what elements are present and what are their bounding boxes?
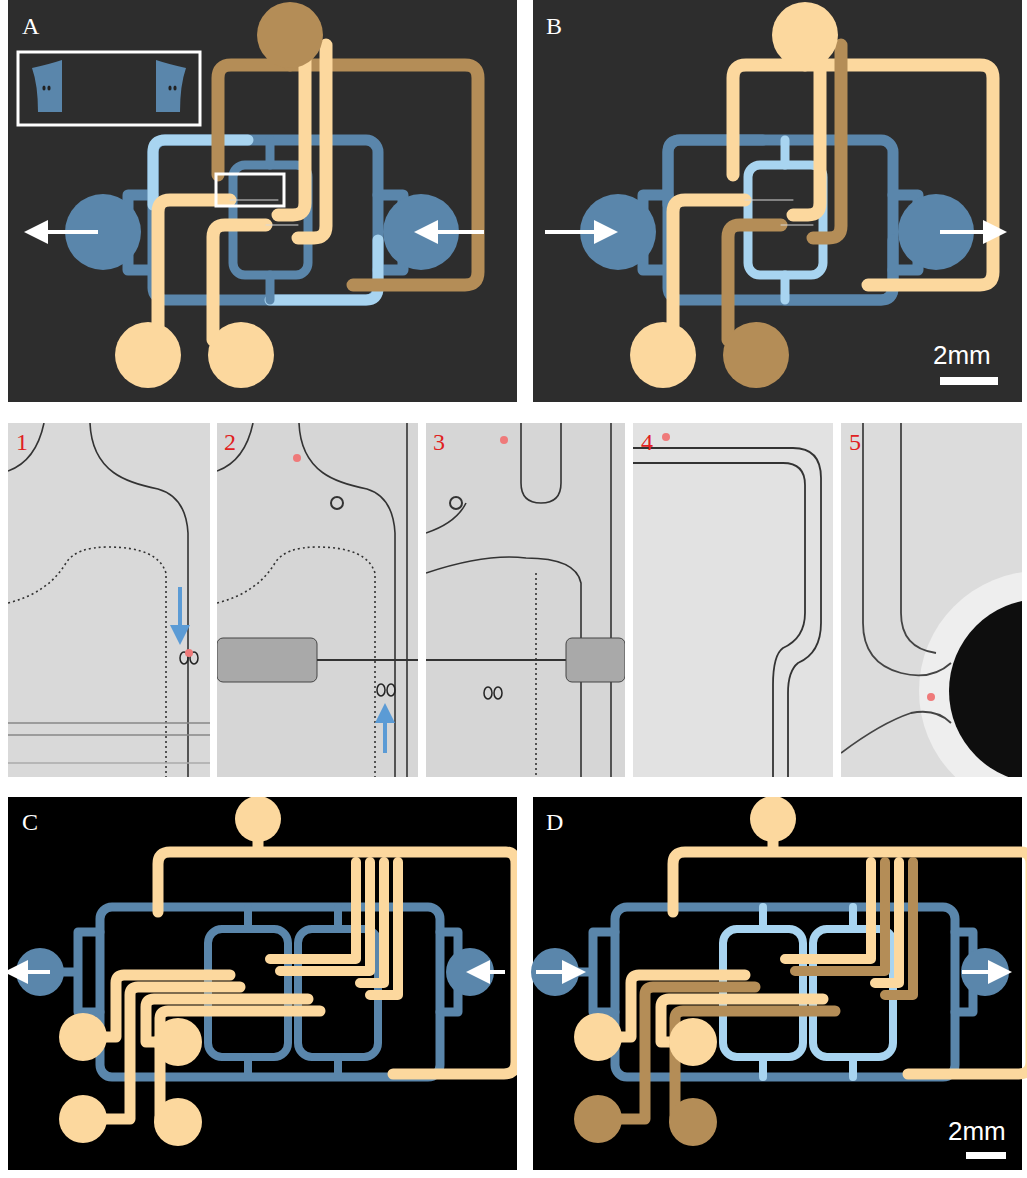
micrograph <box>8 423 210 777</box>
flow-arrow <box>478 970 505 974</box>
callout-number: 4 <box>641 430 653 454</box>
scale-bar <box>940 377 998 385</box>
flow-arrow <box>536 970 574 974</box>
panel-letter: D <box>546 810 563 834</box>
panel-letter: B <box>546 14 562 38</box>
panel-letter: A <box>22 14 39 38</box>
scale-label: 2mm <box>948 1118 1006 1144</box>
chip-layout <box>531 796 1027 1146</box>
scale-label: 2mm <box>933 342 991 368</box>
flow-arrow <box>36 230 98 234</box>
micrograph <box>426 423 625 777</box>
chip-layout <box>580 2 993 388</box>
panel-ground <box>8 0 517 402</box>
flow-arrow <box>16 970 50 974</box>
panel-ground <box>8 797 517 1170</box>
callout-number: 2 <box>224 430 236 454</box>
zoom-box <box>216 174 284 206</box>
inset-chamber <box>156 60 186 112</box>
flow-arrow <box>962 970 1000 974</box>
scale-bar <box>966 1152 1006 1159</box>
callout-number: 5 <box>849 430 861 454</box>
inset-chamber <box>32 60 62 112</box>
flow-arrow <box>426 230 484 234</box>
chip-layout <box>16 796 516 1146</box>
micrograph <box>841 423 1027 811</box>
inset-box <box>18 52 200 125</box>
chip-layout <box>65 2 478 388</box>
micrograph <box>633 423 833 777</box>
flow-arrow <box>940 230 995 234</box>
callout-number: 3 <box>433 430 445 454</box>
flow-arrow <box>545 230 606 234</box>
callout-number: 1 <box>16 430 28 454</box>
panel-letter: C <box>22 810 38 834</box>
panel-ground <box>533 0 1022 402</box>
micrograph <box>217 423 418 777</box>
